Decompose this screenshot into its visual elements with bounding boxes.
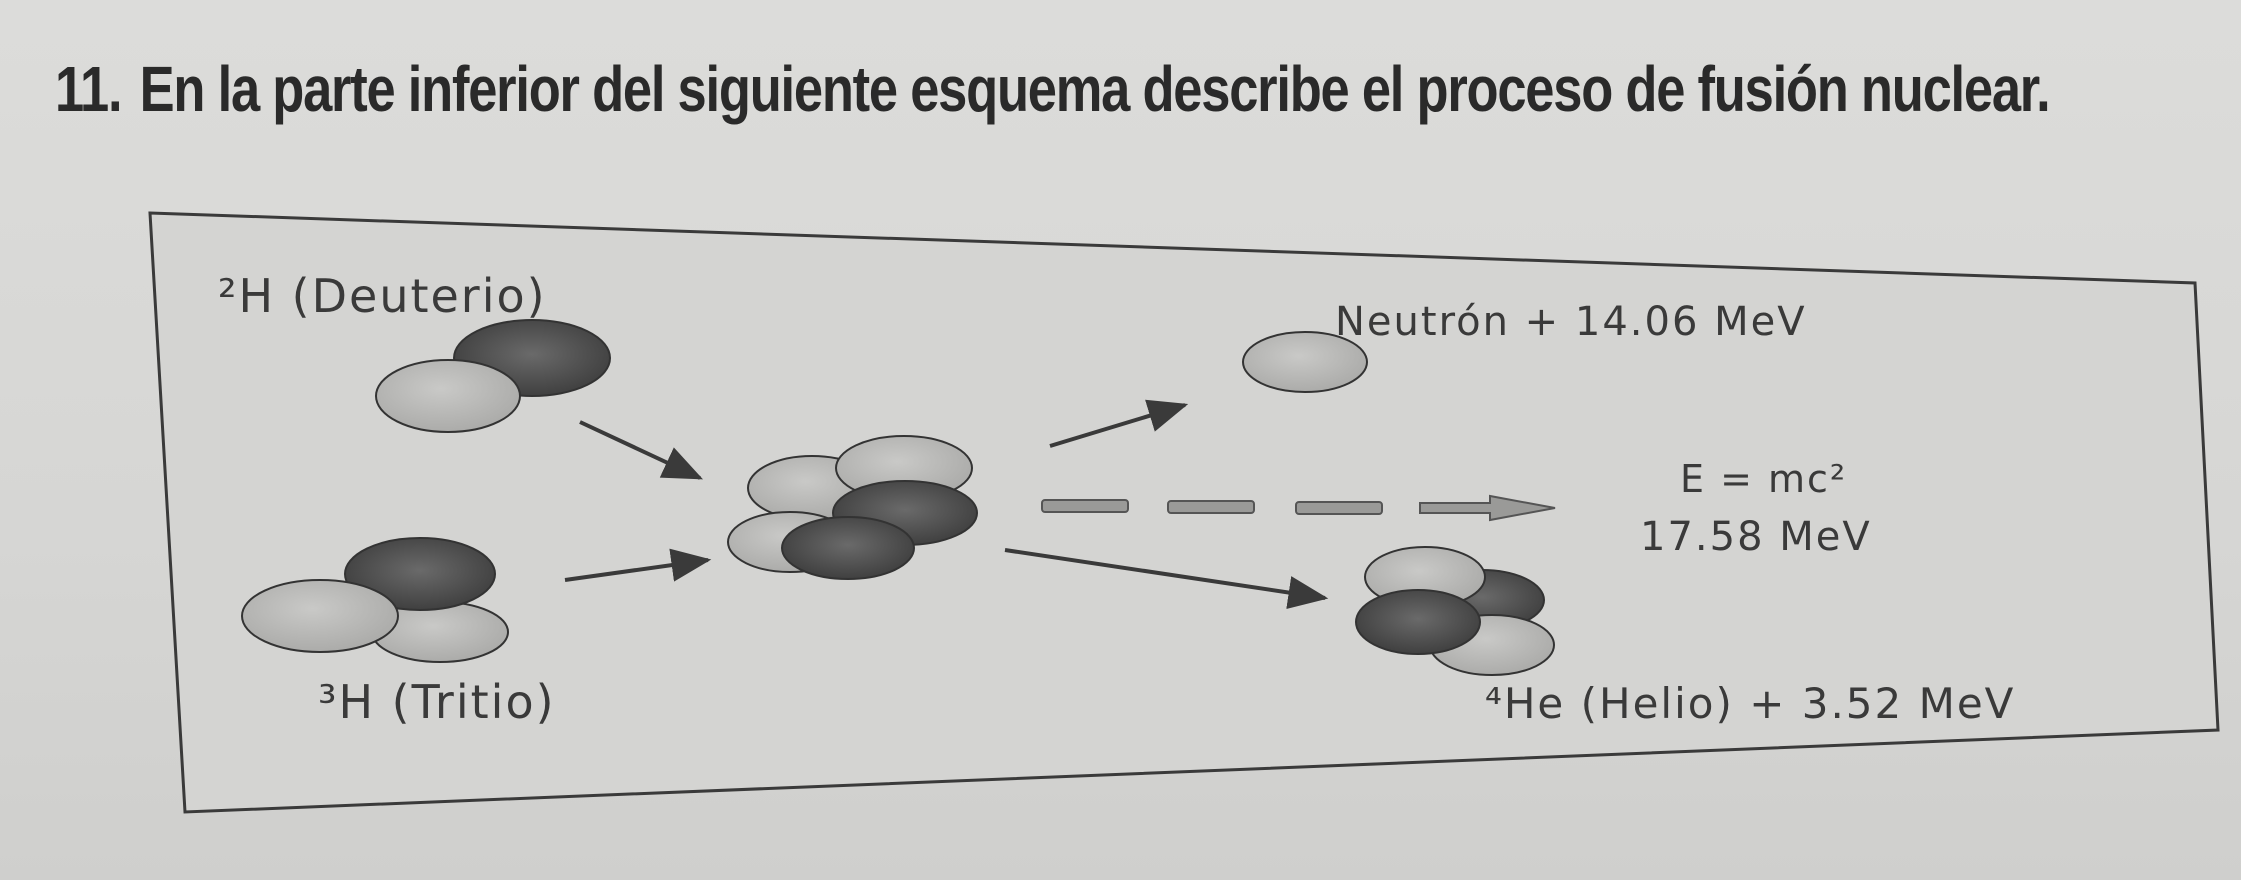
helium-nucleus: [1355, 546, 1555, 676]
arrow-to-helium: [1004, 548, 1329, 610]
arrow-to-neutron: [1049, 399, 1189, 448]
tritium-nucleus: [241, 537, 509, 663]
compound-nucleus: [727, 435, 978, 580]
helium-neutron-front: [1355, 589, 1481, 655]
equation-label: E = mc²: [1680, 457, 1847, 501]
free-neutron: [1242, 331, 1368, 393]
deuterium-nucleus: [375, 319, 611, 433]
energy-label: 17.58 MeV: [1640, 514, 1872, 560]
question-text: En la parte inferior del siguiente esque…: [139, 53, 2051, 125]
energy-arrow: [1041, 494, 1556, 522]
question-number: 11.: [55, 53, 123, 125]
tritium-label: ³H (Tritio): [318, 675, 556, 729]
helium-label: ⁴He (Helio) + 3.52 MeV: [1485, 679, 2015, 728]
arrow-tritium: [564, 548, 712, 582]
compound-neutron-2: [781, 516, 915, 580]
deuterium-label: ²H (Deuterio): [218, 269, 547, 323]
tritium-neutron: [344, 537, 496, 611]
deuterium-proton: [375, 359, 521, 433]
neutron-label: Neutrón + 14.06 MeV: [1335, 299, 1807, 345]
tritium-proton: [241, 579, 399, 653]
arrow-deuterium: [579, 420, 704, 480]
question-title: 11. En la parte inferior del siguiente e…: [55, 52, 2051, 126]
